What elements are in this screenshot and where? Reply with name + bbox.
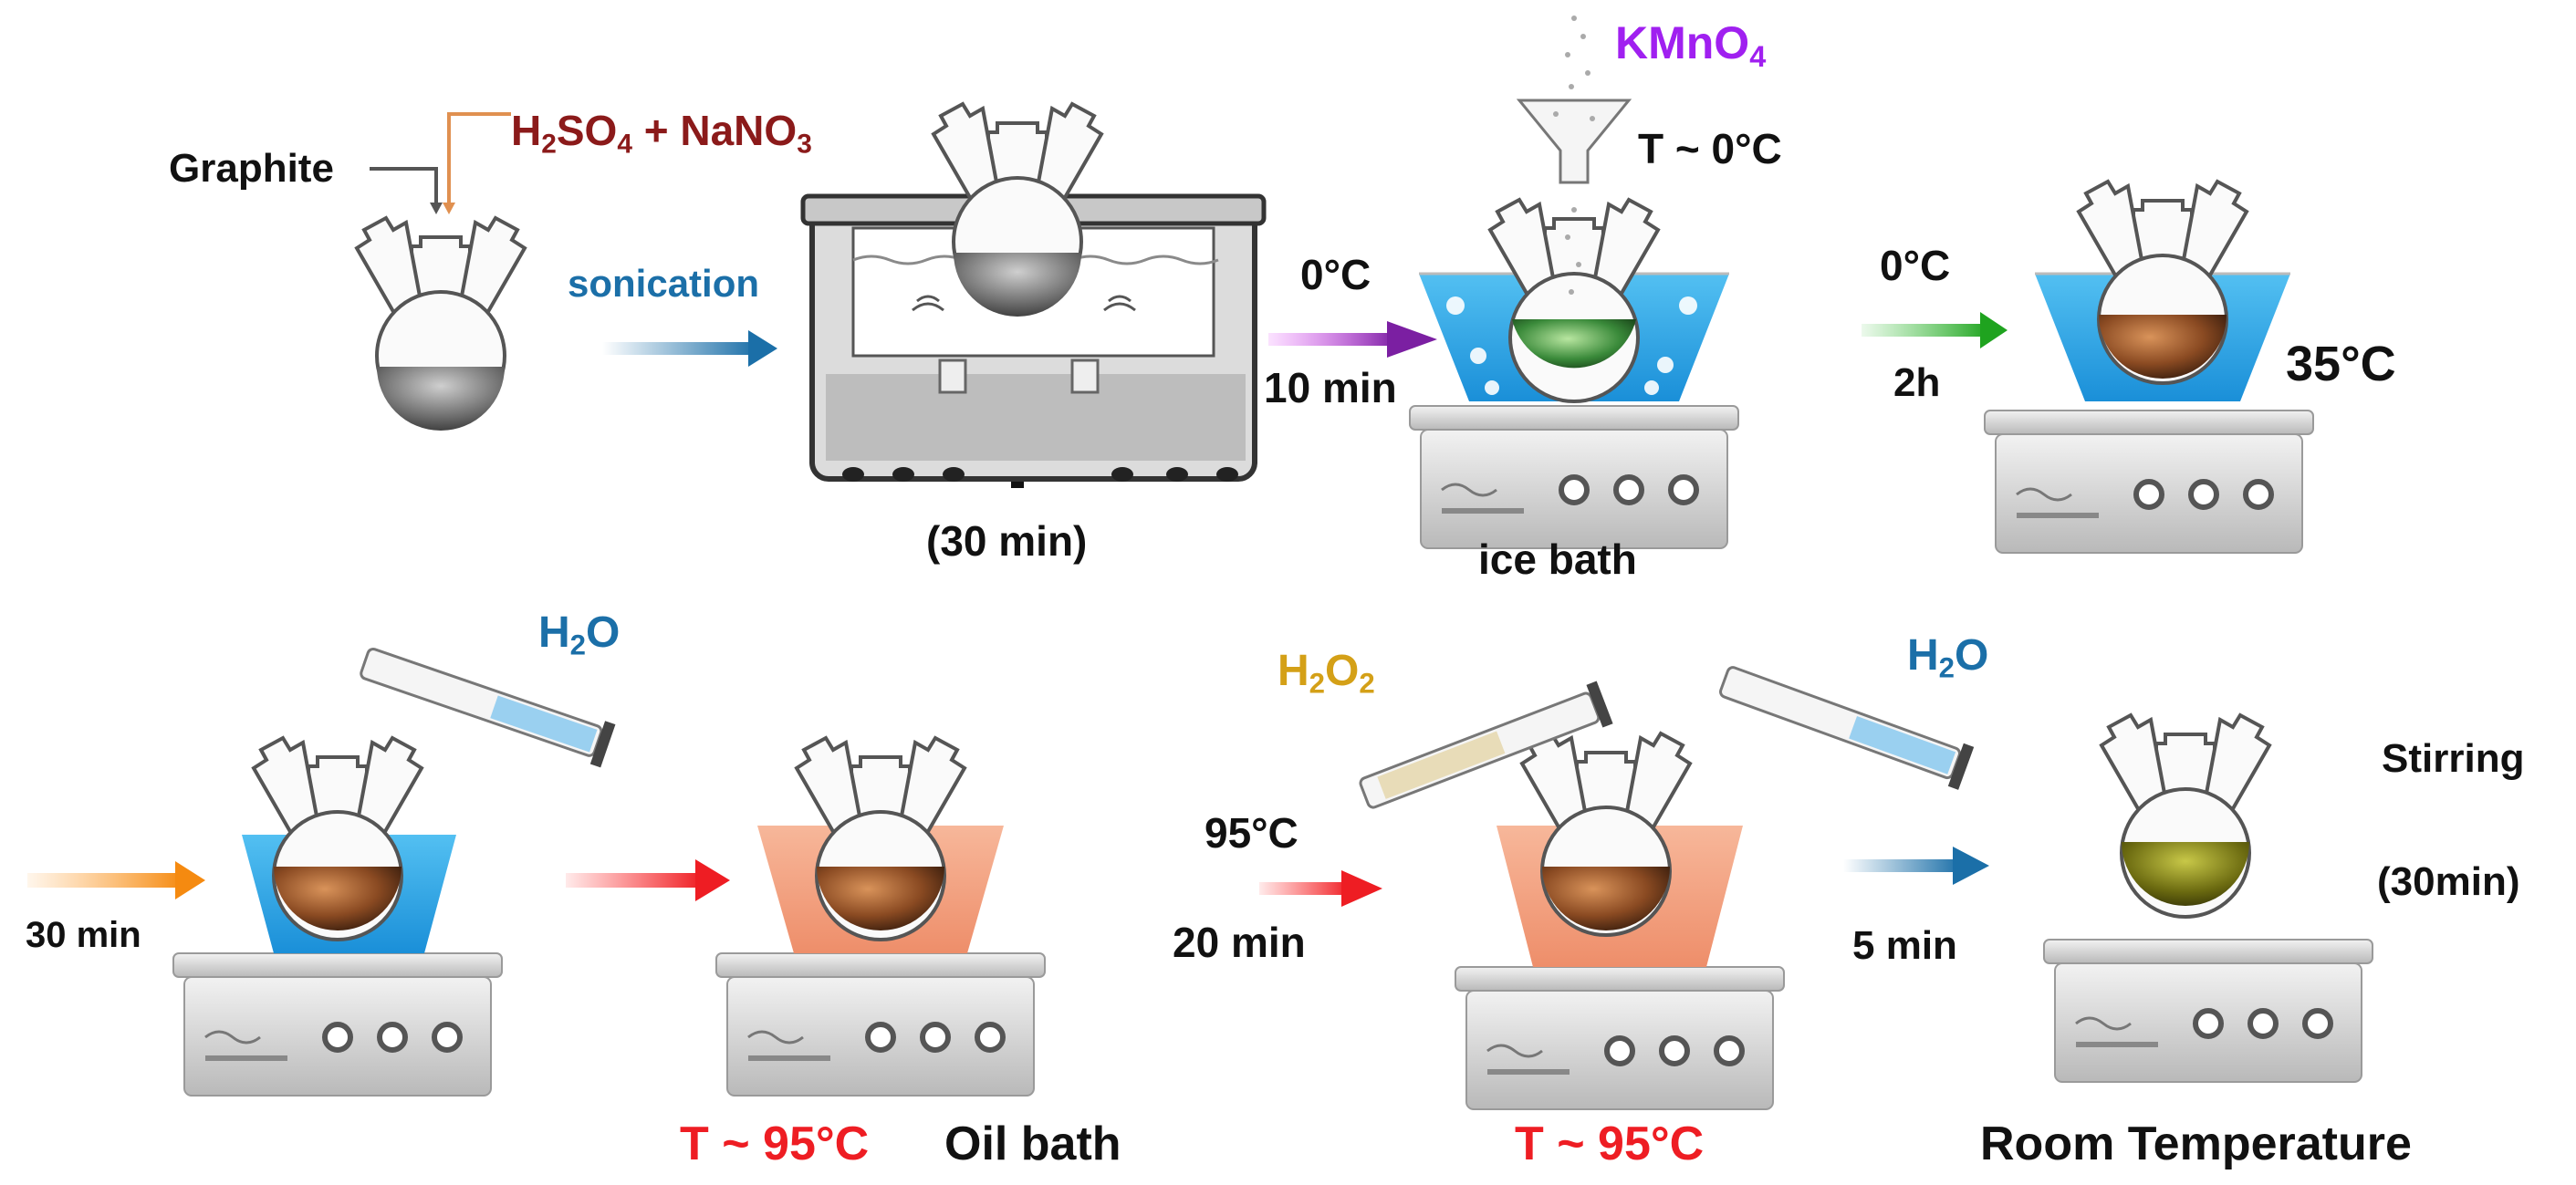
- temp35-label: 35°C: [2286, 337, 2396, 391]
- hotplate-icon: [1455, 967, 1784, 1109]
- t95-label: T ~ 95°C: [680, 1117, 870, 1170]
- step6-time-label: 5 min: [1852, 923, 1957, 968]
- hotplate-icon: [1985, 411, 2313, 553]
- hotplate-icon: [2044, 940, 2373, 1082]
- flask-icon: [795, 736, 966, 941]
- h2o-label: H2O: [538, 608, 621, 661]
- graphite-feed-line: [370, 112, 511, 214]
- flask-icon: [932, 102, 1103, 317]
- graphite-label: Graphite: [169, 146, 334, 191]
- h2so4-nano3-label: H2SO4 + NaNO3: [511, 107, 812, 160]
- step5-temp-label: 95°C: [1205, 809, 1298, 857]
- step4-time-label: 30 min: [26, 915, 141, 955]
- ice-bath-label: ice bath: [1478, 535, 1637, 583]
- flask-icon: [2077, 180, 2248, 385]
- arrow-icon: [1259, 870, 1382, 907]
- sonication-label: sonication: [568, 262, 760, 305]
- step3-time-label: 2h: [1893, 360, 1941, 405]
- hotplate-icon: [173, 953, 502, 1096]
- step5-time-label: 20 min: [1173, 919, 1306, 966]
- stirring-label: Stirring: [2382, 736, 2525, 781]
- t0-label: T ~ 0°C: [1638, 125, 1782, 172]
- flask-icon: [2100, 713, 2271, 919]
- step3-temp-label: 0°C: [1880, 242, 1951, 289]
- kmno4-label: KMnO4: [1615, 17, 1767, 74]
- arrow-icon: [27, 861, 205, 899]
- measuring-cylinder-icon: [356, 639, 617, 769]
- room-temperature-label: Room Temperature: [1980, 1117, 2412, 1170]
- hotplate-icon: [1410, 406, 1738, 548]
- measuring-cylinder-icon: [1715, 657, 1976, 792]
- t95-label: T ~ 95°C: [1515, 1117, 1705, 1170]
- arrow-icon: [1843, 847, 1989, 885]
- arrow-icon: [566, 859, 730, 901]
- flask-icon: [1488, 198, 1660, 403]
- stirring-time-label: (30min): [2377, 859, 2520, 904]
- arrow-icon: [1862, 312, 2008, 348]
- arrow-icon: [1268, 321, 1437, 358]
- hotplate-icon: [716, 953, 1045, 1096]
- arrow-icon: [602, 330, 777, 367]
- flask-icon: [252, 736, 423, 941]
- step2-time-label: 10 min: [1264, 364, 1397, 411]
- funnel-icon: [1516, 16, 1632, 295]
- step2-temp-label: 0°C: [1300, 251, 1371, 298]
- flask-icon: [1520, 732, 1692, 937]
- flask-icon: [355, 216, 527, 431]
- h2o-label: H2O: [1907, 631, 1989, 684]
- oil-bath-label: Oil bath: [944, 1117, 1121, 1170]
- h2o2-label: H2O2: [1278, 647, 1375, 700]
- sonication-time-label: (30 min): [926, 517, 1088, 565]
- measuring-cylinder-icon: [1354, 680, 1615, 817]
